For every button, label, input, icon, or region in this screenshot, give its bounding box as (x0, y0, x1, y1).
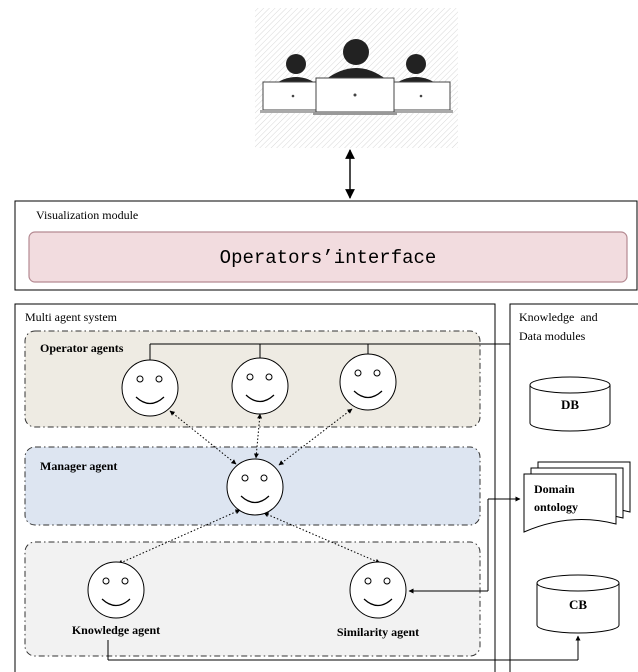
knowledge-data-title-line1: Knowledge and (519, 310, 598, 324)
operator-agents-label: Operator agents (40, 341, 124, 355)
domain-ontology-label-line2: ontology (534, 500, 578, 514)
smiley-face-icon (226, 458, 284, 516)
smiley-face-icon (231, 357, 289, 415)
smiley-face-icon (87, 561, 145, 619)
visualization-module-title: Visualization module (36, 208, 138, 222)
knowledge-agent-label: Knowledge agent (72, 623, 160, 637)
smiley-face-icon (349, 561, 407, 619)
operators-interface-label: Operators’interface (220, 247, 437, 269)
database-icon (536, 574, 620, 634)
document-stack-icon (523, 461, 631, 533)
db-label: DB (561, 397, 579, 412)
multi-agent-system-title: Multi agent system (25, 310, 118, 324)
manager-agent-label: Manager agent (40, 459, 117, 473)
similarity-agent-label: Similarity agent (337, 625, 419, 639)
knowledge-cb-connector (107, 635, 581, 661)
operators-group-icon (255, 8, 458, 148)
similarity-ontology-connector (408, 496, 521, 594)
database-icon (529, 376, 611, 432)
cb-label: CB (569, 597, 587, 612)
operators-interface-box (28, 231, 628, 283)
domain-ontology-label-line1: Domain (534, 482, 575, 496)
smiley-face-icon (121, 359, 179, 417)
smiley-face-icon (339, 353, 397, 411)
agent-communication-arrows (117, 408, 381, 565)
knowledge-data-title-line2: Data modules (519, 329, 586, 343)
